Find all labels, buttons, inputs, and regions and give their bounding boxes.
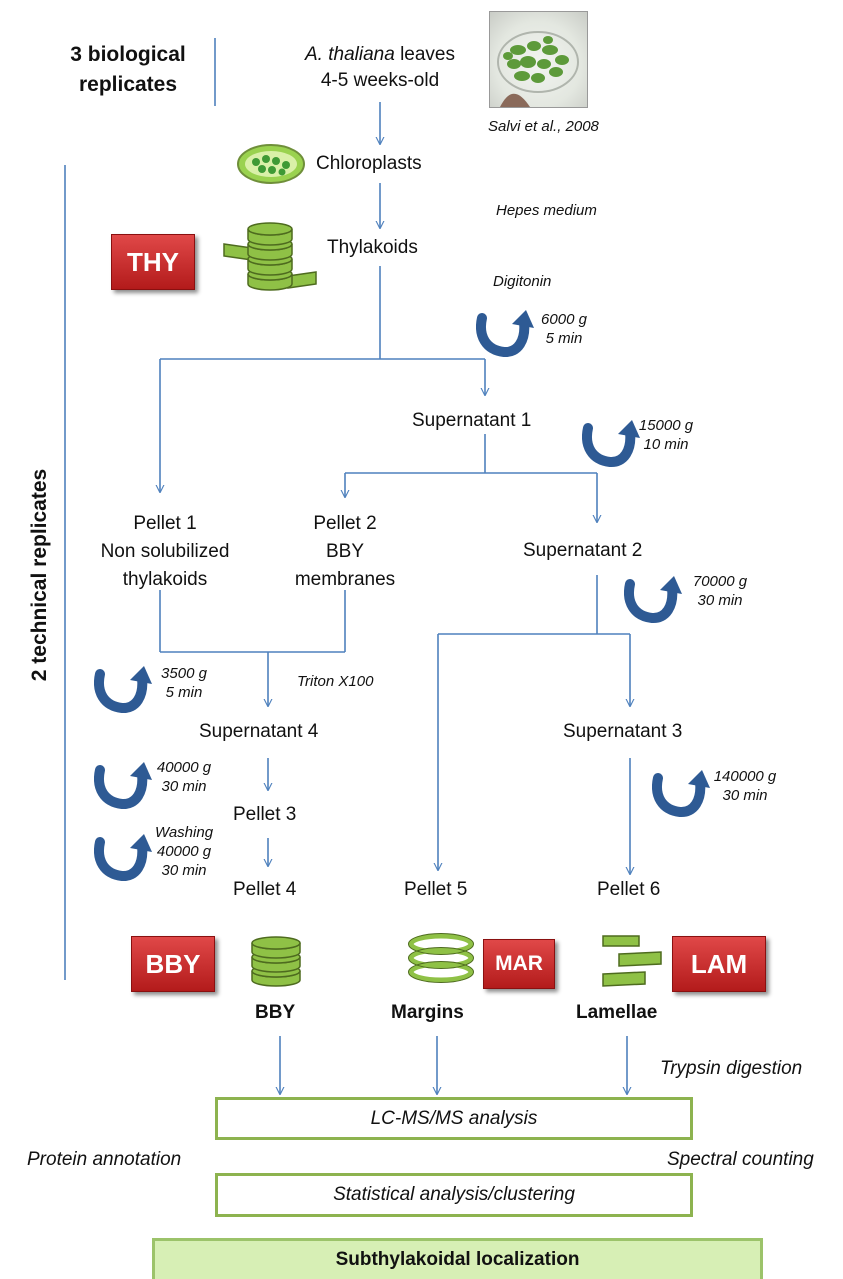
stats-box: Statistical analysis/clustering bbox=[215, 1173, 693, 1217]
badge-bby: BBY bbox=[131, 936, 215, 992]
spin-3500-time: 5 min bbox=[165, 684, 203, 701]
leaves-icon bbox=[497, 31, 579, 107]
cond-hepes: Hepes medium bbox=[496, 202, 597, 219]
fraction-lamellae: Lamellae bbox=[576, 1002, 658, 1023]
spin-40000-a-time: 30 min bbox=[161, 778, 207, 795]
lcms-box: LC-MS/MS analysis bbox=[215, 1097, 693, 1140]
species-name: A. thaliana bbox=[305, 44, 395, 65]
pellet-1-desc-2: thylakoids bbox=[122, 569, 208, 590]
centrifuge-40000-a-icon bbox=[94, 760, 154, 810]
badge-lam: LAM bbox=[672, 936, 766, 992]
cond-spectral-counting: Spectral counting bbox=[667, 1149, 814, 1170]
node-thylakoids: Thylakoids bbox=[327, 237, 418, 258]
spin-70000: 70000 g 30 min bbox=[684, 572, 756, 610]
spin-3500-force: 3500 g bbox=[161, 665, 207, 682]
technical-replicates-label: 2 technical replicates bbox=[28, 468, 51, 682]
spin-3500: 3500 g 5 min bbox=[153, 664, 215, 702]
spin-6000-force: 6000 g bbox=[541, 311, 587, 328]
centrifuge-40000-b-icon bbox=[94, 832, 154, 882]
node-supernatant-2: Supernatant 2 bbox=[523, 540, 643, 561]
leaves-petri-photo bbox=[489, 11, 588, 108]
node-pellet-3: Pellet 3 bbox=[233, 804, 297, 825]
node-pellet-4: Pellet 4 bbox=[233, 879, 297, 900]
chloroplast-icon bbox=[237, 144, 305, 184]
localization-box: Subthylakoidal localization bbox=[152, 1238, 763, 1279]
cond-trypsin: Trypsin digestion bbox=[660, 1058, 803, 1079]
spin-140000-time: 30 min bbox=[722, 787, 768, 804]
pellet-2-desc-2: membranes bbox=[294, 569, 396, 590]
spin-6000: 6000 g 5 min bbox=[534, 310, 594, 348]
spin-140000: 140000 g 30 min bbox=[704, 767, 786, 805]
node-pellet-1: Pellet 1 Non solubilized thylakoids bbox=[80, 510, 250, 594]
source-age: 4-5 weeks-old bbox=[320, 70, 440, 91]
pellet-1-desc-1: Non solubilized bbox=[100, 541, 230, 562]
node-pellet-5: Pellet 5 bbox=[404, 879, 468, 900]
biological-replicates-label: 3 biological replicates bbox=[48, 40, 208, 100]
centrifuge-70000-icon bbox=[624, 574, 684, 624]
source-species: A. thaliana leaves bbox=[280, 44, 480, 66]
citation: Salvi et al., 2008 bbox=[488, 118, 599, 135]
cond-triton: Triton X100 bbox=[297, 673, 374, 690]
node-supernatant-4: Supernatant 4 bbox=[199, 721, 319, 742]
spin-40000-b-time: 30 min bbox=[161, 862, 207, 879]
node-supernatant-3: Supernatant 3 bbox=[563, 721, 683, 742]
bio-replicates-line2: replicates bbox=[78, 73, 178, 96]
pellet-2-title: Pellet 2 bbox=[313, 513, 377, 534]
pellet-2-desc-1: BBY bbox=[325, 541, 365, 562]
badge-thy: THY bbox=[111, 234, 195, 290]
spin-140000-force: 140000 g bbox=[713, 768, 777, 785]
node-supernatant-1: Supernatant 1 bbox=[412, 410, 532, 431]
thylakoid-stack-icon bbox=[223, 222, 317, 291]
spin-70000-force: 70000 g bbox=[692, 573, 748, 590]
cond-digitonin: Digitonin bbox=[493, 273, 552, 290]
centrifuge-3500-icon bbox=[94, 664, 154, 714]
spin-40000-a: 40000 g 30 min bbox=[148, 758, 220, 796]
node-pellet-2: Pellet 2 BBY membranes bbox=[280, 510, 410, 594]
centrifuge-140000-icon bbox=[652, 768, 712, 818]
spin-70000-time: 30 min bbox=[697, 592, 743, 609]
centrifuge-6000-icon bbox=[476, 308, 536, 358]
bio-replicates-line1: 3 biological bbox=[70, 43, 186, 66]
spin-15000-time: 10 min bbox=[643, 436, 689, 453]
spin-40000-b-washing: Washing bbox=[154, 824, 214, 841]
node-pellet-6: Pellet 6 bbox=[597, 879, 661, 900]
spin-40000-b-force: 40000 g bbox=[156, 843, 212, 860]
spin-40000-b: Washing 40000 g 30 min bbox=[146, 823, 222, 880]
grana-stack-icon bbox=[251, 936, 301, 987]
spin-6000-time: 5 min bbox=[545, 330, 583, 347]
spin-15000-force: 15000 g bbox=[638, 417, 694, 434]
node-chloroplasts: Chloroplasts bbox=[316, 153, 422, 174]
fraction-margins: Margins bbox=[391, 1002, 464, 1023]
spin-40000-a-force: 40000 g bbox=[156, 759, 212, 776]
cond-protein-annotation: Protein annotation bbox=[27, 1149, 182, 1170]
margin-rings-icon bbox=[408, 933, 474, 983]
species-suffix: leaves bbox=[394, 44, 455, 65]
lamellae-icon bbox=[602, 935, 662, 987]
badge-mar: MAR bbox=[483, 939, 555, 989]
fraction-bby: BBY bbox=[255, 1002, 296, 1023]
pellet-1-title: Pellet 1 bbox=[133, 513, 197, 534]
spin-15000: 15000 g 10 min bbox=[633, 416, 699, 454]
